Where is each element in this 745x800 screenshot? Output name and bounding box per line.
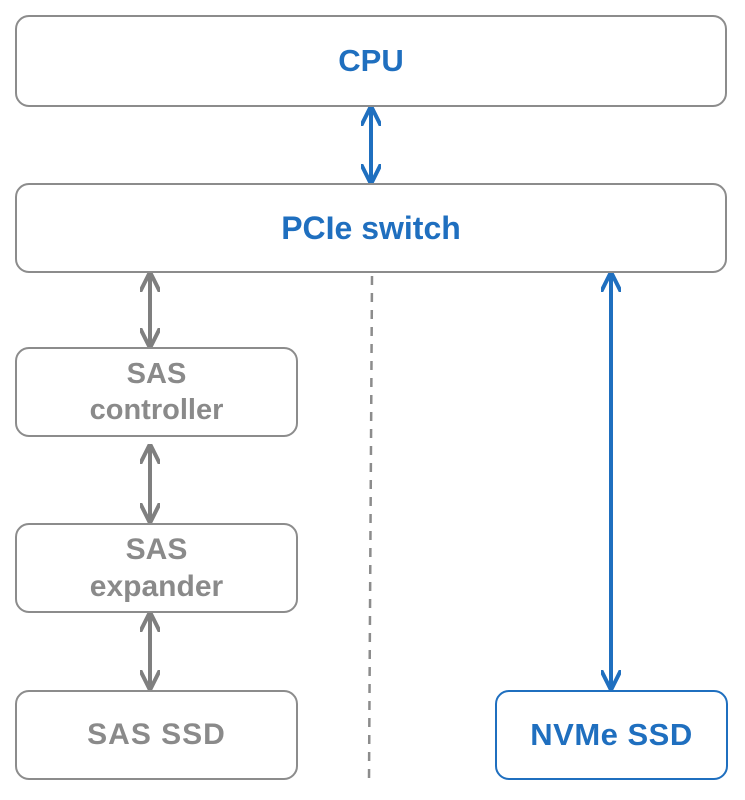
nvme-ssd-box: NVMe SSD — [495, 690, 728, 780]
pcie-switch-label: PCIe switch — [281, 210, 461, 246]
sas-controller-box: SAS controller — [15, 347, 298, 437]
divider-dashed-line — [367, 275, 374, 781]
sas-controller-label-line2: controller — [89, 394, 224, 426]
sas-expander-box: SAS expander — [15, 523, 298, 613]
sas-controller-label-line1: SAS — [126, 357, 187, 390]
sas-expander-label-line2: expander — [89, 570, 224, 603]
cpu-box: CPU — [15, 15, 727, 107]
pcie-switch-box: PCIe switch — [15, 183, 727, 273]
sas-expander-label-line1: SAS — [125, 532, 188, 566]
sas-ssd-box: SAS SSD — [15, 690, 298, 780]
nvme-ssd-label: NVMe SSD — [530, 716, 693, 752]
cpu-label: CPU — [338, 42, 404, 78]
sas-ssd-label: SAS SSD — [87, 718, 226, 752]
